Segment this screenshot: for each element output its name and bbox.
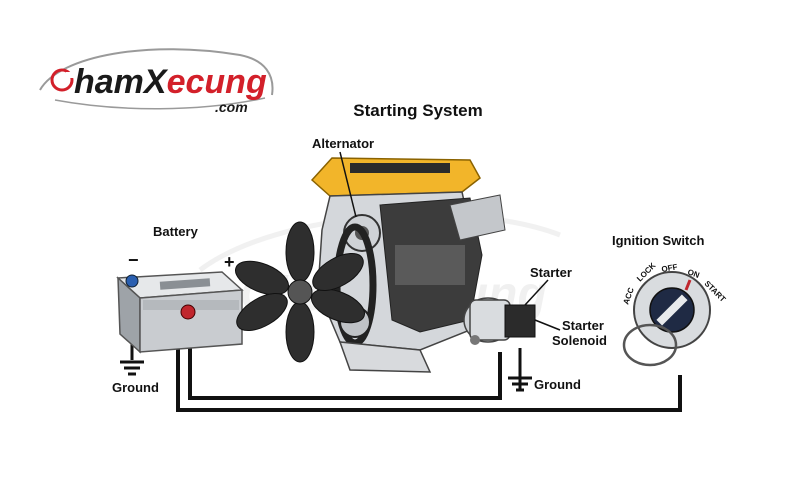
ground-right-label: Ground	[534, 377, 581, 392]
battery-band	[143, 300, 239, 310]
engine-manifold-detail	[395, 245, 465, 285]
diagram-title: Starting System	[353, 101, 482, 120]
ignition-key-slot	[656, 294, 688, 326]
starter-motor	[463, 297, 536, 345]
negative-terminal-icon	[125, 274, 139, 288]
cooling-fan-icon	[235, 221, 365, 363]
starter-solenoid-label-line1: Starter	[562, 318, 604, 333]
starter-leader-line	[524, 279, 549, 306]
battery-label: Battery	[153, 224, 199, 239]
positive-terminal-icon	[180, 304, 196, 320]
logo-c-icon	[50, 68, 74, 92]
starter-label: Starter	[530, 265, 572, 280]
battery-minus-sign: −	[128, 250, 139, 270]
ignition-switch	[622, 271, 711, 367]
logo-car-underline	[54, 97, 266, 110]
ground-symbol-right-icon	[508, 376, 532, 392]
battery	[116, 271, 244, 354]
starter-solenoid-label-line2: Solenoid	[552, 333, 607, 348]
starter-solenoid	[504, 304, 536, 338]
ground-symbol-left-icon	[120, 360, 144, 376]
ground-left-label: Ground	[112, 380, 159, 395]
valve-cover-slot	[350, 163, 450, 173]
engine-oil-pan	[338, 341, 432, 373]
ignition-wire	[176, 335, 682, 412]
logo-brand-text: hamXecung	[74, 63, 267, 101]
ignition-key-ring-icon	[622, 323, 678, 367]
ignition-position-marker	[684, 279, 692, 291]
alternator-leader-line	[339, 151, 357, 218]
battery-cell-caps	[159, 278, 211, 290]
logo: hamXecung .com	[39, 48, 274, 115]
switch-position-off: OFF	[661, 262, 678, 274]
solenoid-leader-line	[534, 319, 561, 331]
alternator-label: Alternator	[312, 136, 374, 151]
engine	[235, 157, 506, 373]
switch-position-on: ON	[686, 267, 701, 280]
positive-cable	[188, 318, 502, 400]
starter-gear	[470, 335, 480, 345]
battery-front	[139, 289, 243, 353]
logo-brand-part2: ecung	[167, 63, 267, 101]
logo-brand-part1: hamX	[74, 63, 169, 101]
logo-domain: .com	[215, 99, 248, 115]
battery-plus-sign: +	[224, 252, 235, 272]
ignition-switch-label: Ignition Switch	[612, 233, 704, 248]
engine-top-pipe	[449, 194, 506, 241]
